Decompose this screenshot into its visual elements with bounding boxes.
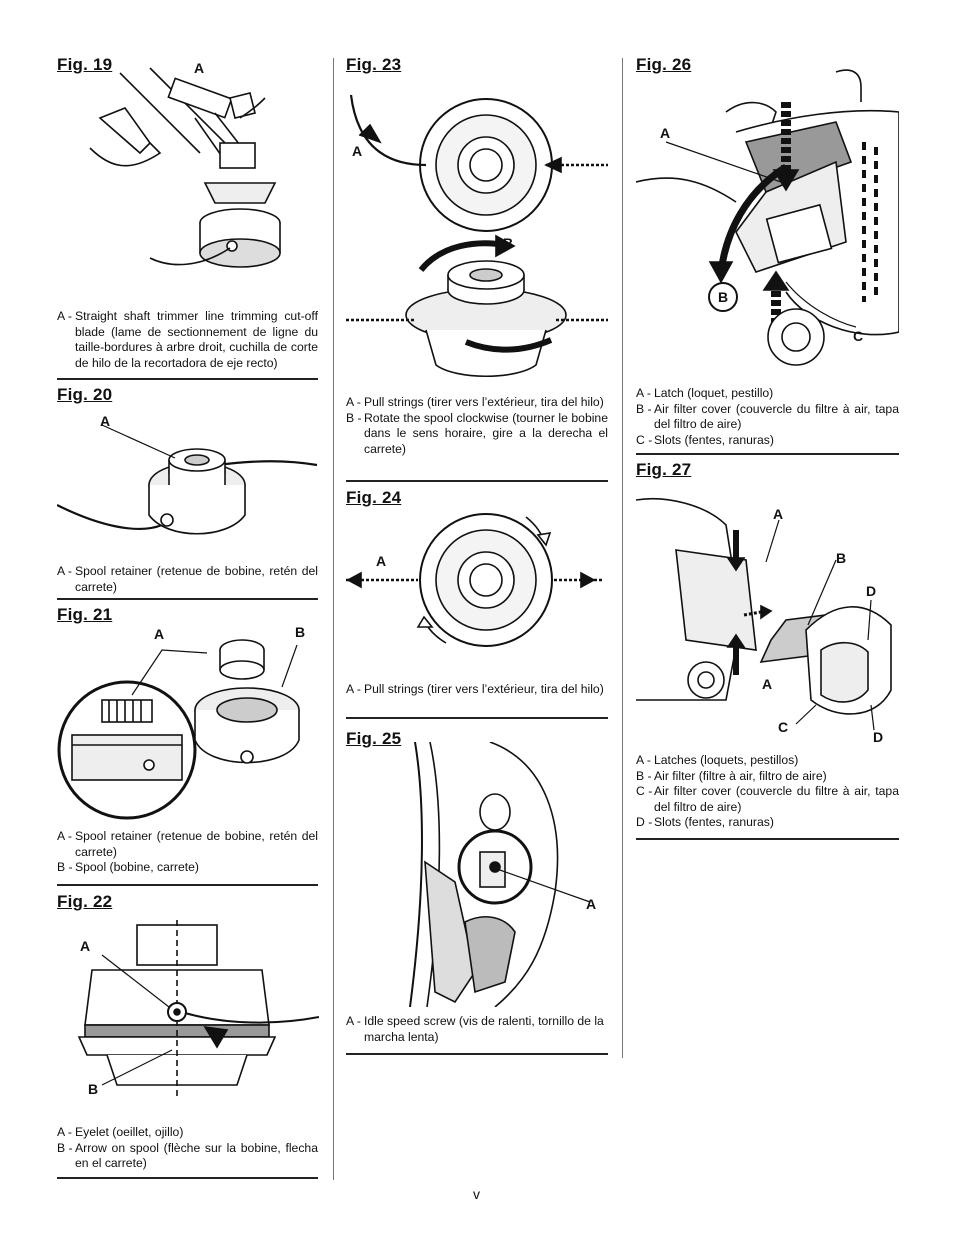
fig24-caption: A -Pull strings (tirer vers l’extérieur,… bbox=[346, 682, 608, 698]
fig23-caption: A -Pull strings (tirer vers l’extérieur,… bbox=[346, 395, 608, 457]
fig21-spool-and-retainer-illustration bbox=[57, 639, 300, 820]
fig26-callout-a: A bbox=[660, 125, 671, 141]
caption-label: B - bbox=[636, 401, 652, 416]
fig26-air-filter-cover-illustration bbox=[636, 69, 899, 366]
page-number: v bbox=[473, 1186, 480, 1202]
fig23-rule bbox=[346, 480, 608, 482]
fig19-title: Fig. 19 bbox=[57, 55, 113, 74]
fig22-callout-b: B bbox=[88, 1081, 99, 1097]
caption-text: Rotate the spool clockwise (tourner le b… bbox=[364, 410, 608, 456]
caption-label: A - bbox=[636, 386, 651, 400]
caption-label: B - bbox=[57, 860, 73, 874]
fig24-pull-strings-illustration bbox=[346, 513, 604, 647]
fig27-callout-c: C bbox=[778, 719, 789, 735]
fig23-title: Fig. 23 bbox=[346, 55, 402, 74]
caption-label: A - bbox=[346, 395, 361, 409]
column-divider-left bbox=[333, 58, 334, 1180]
caption-text: Slots (fentes, ranuras) bbox=[654, 432, 774, 447]
fig25-title: Fig. 25 bbox=[346, 729, 402, 748]
fig23-pull-strings-rotate-spool-illustration bbox=[346, 94, 608, 377]
fig22-caption: A -Eyelet (oeillet, ojillo) B -Arrow on … bbox=[57, 1125, 318, 1172]
caption-text: Spool (bobine, carrete) bbox=[75, 860, 199, 874]
caption-label: C - bbox=[636, 432, 653, 447]
fig22-eyelet-illustration bbox=[77, 920, 319, 1100]
caption-label: A - bbox=[346, 1014, 361, 1028]
fig23-callout-a: A bbox=[352, 143, 363, 159]
caption-label: A - bbox=[636, 753, 651, 767]
fig21-callout-a: A bbox=[154, 626, 165, 642]
fig26-title: Fig. 26 bbox=[636, 55, 692, 74]
fig20-title: Fig. 20 bbox=[57, 385, 113, 404]
caption-label: A - bbox=[57, 309, 72, 323]
fig21-caption: A -Spool retainer (retenue de bobine, re… bbox=[57, 829, 318, 876]
fig27-rule bbox=[636, 838, 899, 840]
fig22-title: Fig. 22 bbox=[57, 892, 113, 911]
fig24-callout-a: A bbox=[376, 553, 387, 569]
fig20-caption: A -Spool retainer (retenue de bobine, re… bbox=[57, 564, 318, 595]
caption-label: A - bbox=[57, 564, 72, 578]
fig27-callout-a-bottom: A bbox=[762, 676, 773, 692]
caption-text: Straight shaft trimmer line trimming cut… bbox=[75, 309, 318, 370]
fig26-callout-c: C bbox=[853, 328, 864, 344]
caption-text: Spool retainer (retenue de bobine, retén… bbox=[75, 564, 318, 594]
fig27-callout-d-bottom: D bbox=[873, 729, 884, 745]
caption-text: Arrow on spool (flèche sur la bobine, fl… bbox=[75, 1140, 318, 1171]
fig26-caption: A -Latch (loquet, pestillo) B -Air filte… bbox=[636, 386, 899, 448]
fig25-caption: A -Idle speed screw (vis de ralenti, tor… bbox=[346, 1014, 608, 1045]
fig27-title: Fig. 27 bbox=[636, 460, 692, 479]
fig27-air-filter-exploded-illustration bbox=[636, 497, 892, 731]
caption-text: Pull strings (tirer vers l’extérieur, ti… bbox=[364, 682, 604, 696]
fig27-caption: A -Latches (loquets, pestillos) B -Air f… bbox=[636, 753, 899, 831]
caption-label: B - bbox=[636, 768, 652, 783]
column-divider-right bbox=[622, 58, 623, 1058]
fig27-callout-a-top: A bbox=[773, 506, 784, 522]
fig24-title: Fig. 24 bbox=[346, 488, 402, 507]
caption-text: Air filter (filtre à air, filtro de aire… bbox=[654, 768, 827, 783]
fig21-callout-b: B bbox=[295, 624, 306, 640]
fig19-trimmer-head-illustration bbox=[89, 67, 281, 268]
fig20-callout-a: A bbox=[100, 413, 111, 429]
fig20-rule bbox=[57, 598, 318, 600]
caption-text: Idle speed screw (vis de ralenti, tornil… bbox=[364, 1014, 604, 1044]
caption-label: A - bbox=[57, 829, 72, 843]
fig26-rule bbox=[636, 453, 899, 455]
caption-text: Air filter cover (couvercle du filtre à … bbox=[654, 401, 899, 432]
fig24-rule bbox=[346, 717, 608, 719]
caption-label: C - bbox=[636, 784, 653, 798]
fig22-callout-a: A bbox=[80, 938, 91, 954]
fig27-callout-d-top: D bbox=[866, 583, 877, 599]
fig19-caption: A -Straight shaft trimmer line trimming … bbox=[57, 309, 318, 371]
fig27-callout-b: B bbox=[836, 550, 847, 566]
fig26-callout-b: B bbox=[718, 289, 729, 305]
caption-text: Latch (loquet, pestillo) bbox=[654, 386, 774, 400]
caption-label: B - bbox=[57, 1140, 73, 1155]
caption-text: Pull strings (tirer vers l’extérieur, ti… bbox=[364, 395, 604, 409]
caption-text: Eyelet (oeillet, ojillo) bbox=[75, 1125, 184, 1139]
caption-text: Slots (fentes, ranuras) bbox=[654, 815, 774, 829]
caption-label: B - bbox=[346, 410, 362, 425]
fig21-title: Fig. 21 bbox=[57, 605, 113, 624]
caption-text: Latches (loquets, pestillos) bbox=[654, 753, 799, 767]
caption-label: A - bbox=[346, 682, 361, 696]
caption-label: D - bbox=[636, 815, 653, 829]
fig25-callout-a: A bbox=[586, 896, 597, 912]
fig19-rule bbox=[57, 378, 318, 380]
fig25-rule bbox=[346, 1053, 608, 1055]
fig23-callout-b: B bbox=[503, 235, 514, 251]
caption-text: Air filter cover (couvercle du filtre à … bbox=[654, 784, 899, 814]
fig19-callout-a: A bbox=[194, 60, 205, 76]
fig22-rule bbox=[57, 1177, 318, 1179]
caption-text: Spool retainer (retenue de bobine, retén… bbox=[75, 829, 318, 859]
fig21-rule bbox=[57, 884, 318, 886]
caption-label: A - bbox=[57, 1125, 72, 1139]
fig25-idle-speed-screw-illustration bbox=[409, 742, 591, 1007]
fig20-spool-retainer-illustration bbox=[57, 424, 318, 535]
